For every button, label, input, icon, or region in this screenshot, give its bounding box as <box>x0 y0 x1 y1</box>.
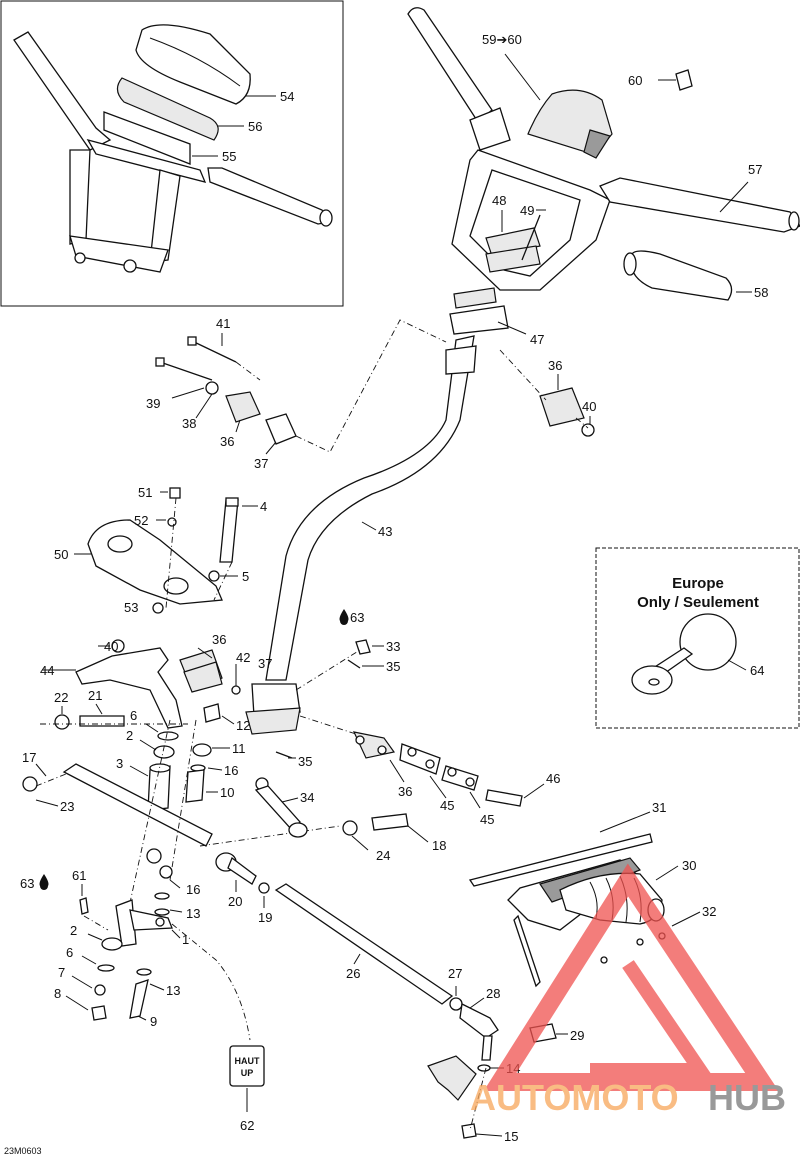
watermark-part-1: AUTOMOTO <box>470 1077 679 1118</box>
callout-56: 56 <box>248 119 262 134</box>
diagram-code: 23M0603 <box>4 1146 42 1156</box>
callout-13-lower: 13 <box>166 983 180 998</box>
europe-inset: Europe Only / Seulement 64 <box>595 547 800 729</box>
oil-drop-icon <box>339 609 349 625</box>
callout-13-upper: 13 <box>186 906 200 921</box>
callout-41: 41 <box>216 316 230 331</box>
callout-2-lower: 2 <box>70 923 77 938</box>
callout-36-upper: 36 <box>220 434 234 449</box>
callout-6-lower: 6 <box>66 945 73 960</box>
europe-title-1: Europe <box>672 575 724 592</box>
callout-20: 20 <box>228 894 242 909</box>
callout-2-upper: 2 <box>126 728 133 743</box>
handlebar-inset: 54 56 55 <box>0 0 344 307</box>
callout-38: 38 <box>182 416 196 431</box>
callout-63-upper: 63 <box>350 610 364 625</box>
callout-16-lower: 16 <box>186 882 200 897</box>
oil-drop-icon <box>39 874 49 890</box>
callout-40-left: 40 <box>104 639 118 654</box>
callout-15: 15 <box>504 1129 518 1144</box>
callout-34: 34 <box>300 790 314 805</box>
europe-title-2: Only / Seulement <box>637 594 759 611</box>
callout-21: 21 <box>88 688 102 703</box>
callout-64: 64 <box>750 663 764 678</box>
right-link: 35 36 45 45 46 <box>275 715 560 827</box>
callout-31: 31 <box>652 800 666 815</box>
callout-50: 50 <box>54 547 68 562</box>
callout-35-lower: 35 <box>298 754 312 769</box>
bracket-44: 40 44 36 42 37 22 21 6 12 2 11 3 17 16 1… <box>22 632 341 931</box>
callout-59-60: 59➔60 <box>482 32 522 47</box>
callout-10: 10 <box>220 785 234 800</box>
callout-24: 24 <box>376 848 390 863</box>
callout-23: 23 <box>60 799 74 814</box>
callout-36-mid: 36 <box>212 632 226 647</box>
callout-39: 39 <box>146 396 160 411</box>
callout-32: 32 <box>702 904 716 919</box>
callout-57: 57 <box>748 162 762 177</box>
callout-61: 61 <box>72 868 86 883</box>
callout-11: 11 <box>232 741 246 756</box>
callout-19: 19 <box>258 910 272 925</box>
tag-line-1: HAUT <box>235 1056 260 1066</box>
callout-54: 54 <box>280 89 294 104</box>
main-handlebar: 59➔60 60 57 58 48 49 47 <box>407 7 800 347</box>
callout-45-left: 45 <box>440 798 454 813</box>
callout-35-upper: 35 <box>386 659 400 674</box>
callout-43: 43 <box>378 524 392 539</box>
callout-8: 8 <box>54 986 61 1001</box>
callout-47: 47 <box>530 332 544 347</box>
callout-44: 44 <box>40 663 54 678</box>
callout-46: 46 <box>546 771 560 786</box>
callout-36-right: 36 <box>548 358 562 373</box>
drop-link: 34 24 18 <box>254 777 446 863</box>
callout-63-lower: 63 <box>20 876 34 891</box>
callout-53: 53 <box>124 600 138 615</box>
callout-5: 5 <box>242 569 249 584</box>
steering-boot: 31 30 32 <box>468 800 716 988</box>
callout-37-lower: 37 <box>258 656 272 671</box>
callout-30: 30 <box>682 858 696 873</box>
callout-7: 7 <box>58 965 65 980</box>
pivot-arm: 16 13 63 61 1 2 6 7 13 8 9 <box>20 865 251 1041</box>
callout-36-right-lower: 36 <box>398 784 412 799</box>
callout-52: 52 <box>134 513 148 528</box>
callout-45-right: 45 <box>480 812 494 827</box>
callout-62: 62 <box>240 1118 254 1133</box>
watermark-part-2: HUB <box>708 1077 786 1118</box>
callout-37-upper: 37 <box>254 456 268 471</box>
up-tag: HAUT UP 62 <box>229 1045 265 1133</box>
callout-33: 33 <box>386 639 400 654</box>
mid-hardware: 63 33 35 <box>295 609 400 691</box>
callout-1: 1 <box>182 932 189 947</box>
callout-4: 4 <box>260 499 267 514</box>
callout-49: 49 <box>520 203 534 218</box>
automotohub-watermark: AUTOMOTO HUB <box>470 863 786 1118</box>
callout-9: 9 <box>150 1014 157 1029</box>
callout-17: 17 <box>22 750 36 765</box>
callout-29: 29 <box>570 1028 584 1043</box>
callout-51: 51 <box>138 485 152 500</box>
callout-48: 48 <box>492 193 506 208</box>
bracket-50: 51 52 4 50 5 53 <box>54 485 267 615</box>
callout-6-upper: 6 <box>130 708 137 723</box>
callout-58: 58 <box>754 285 768 300</box>
callout-27: 27 <box>448 966 462 981</box>
steering-column: 43 <box>245 335 477 735</box>
upper-support: 41 39 38 36 37 36 40 <box>146 316 596 471</box>
callout-42: 42 <box>236 650 250 665</box>
callout-60: 60 <box>628 73 642 88</box>
tie-rod: 20 19 26 27 28 29 14 15 <box>215 852 584 1144</box>
callout-28: 28 <box>486 986 500 1001</box>
callout-40-right: 40 <box>582 399 596 414</box>
callout-55: 55 <box>222 149 236 164</box>
callout-26: 26 <box>346 966 360 981</box>
callout-18: 18 <box>432 838 446 853</box>
callout-16-upper: 16 <box>224 763 238 778</box>
tag-line-2: UP <box>241 1068 254 1078</box>
callout-3: 3 <box>116 756 123 771</box>
callout-22: 22 <box>54 690 68 705</box>
callout-12: 12 <box>236 718 250 733</box>
